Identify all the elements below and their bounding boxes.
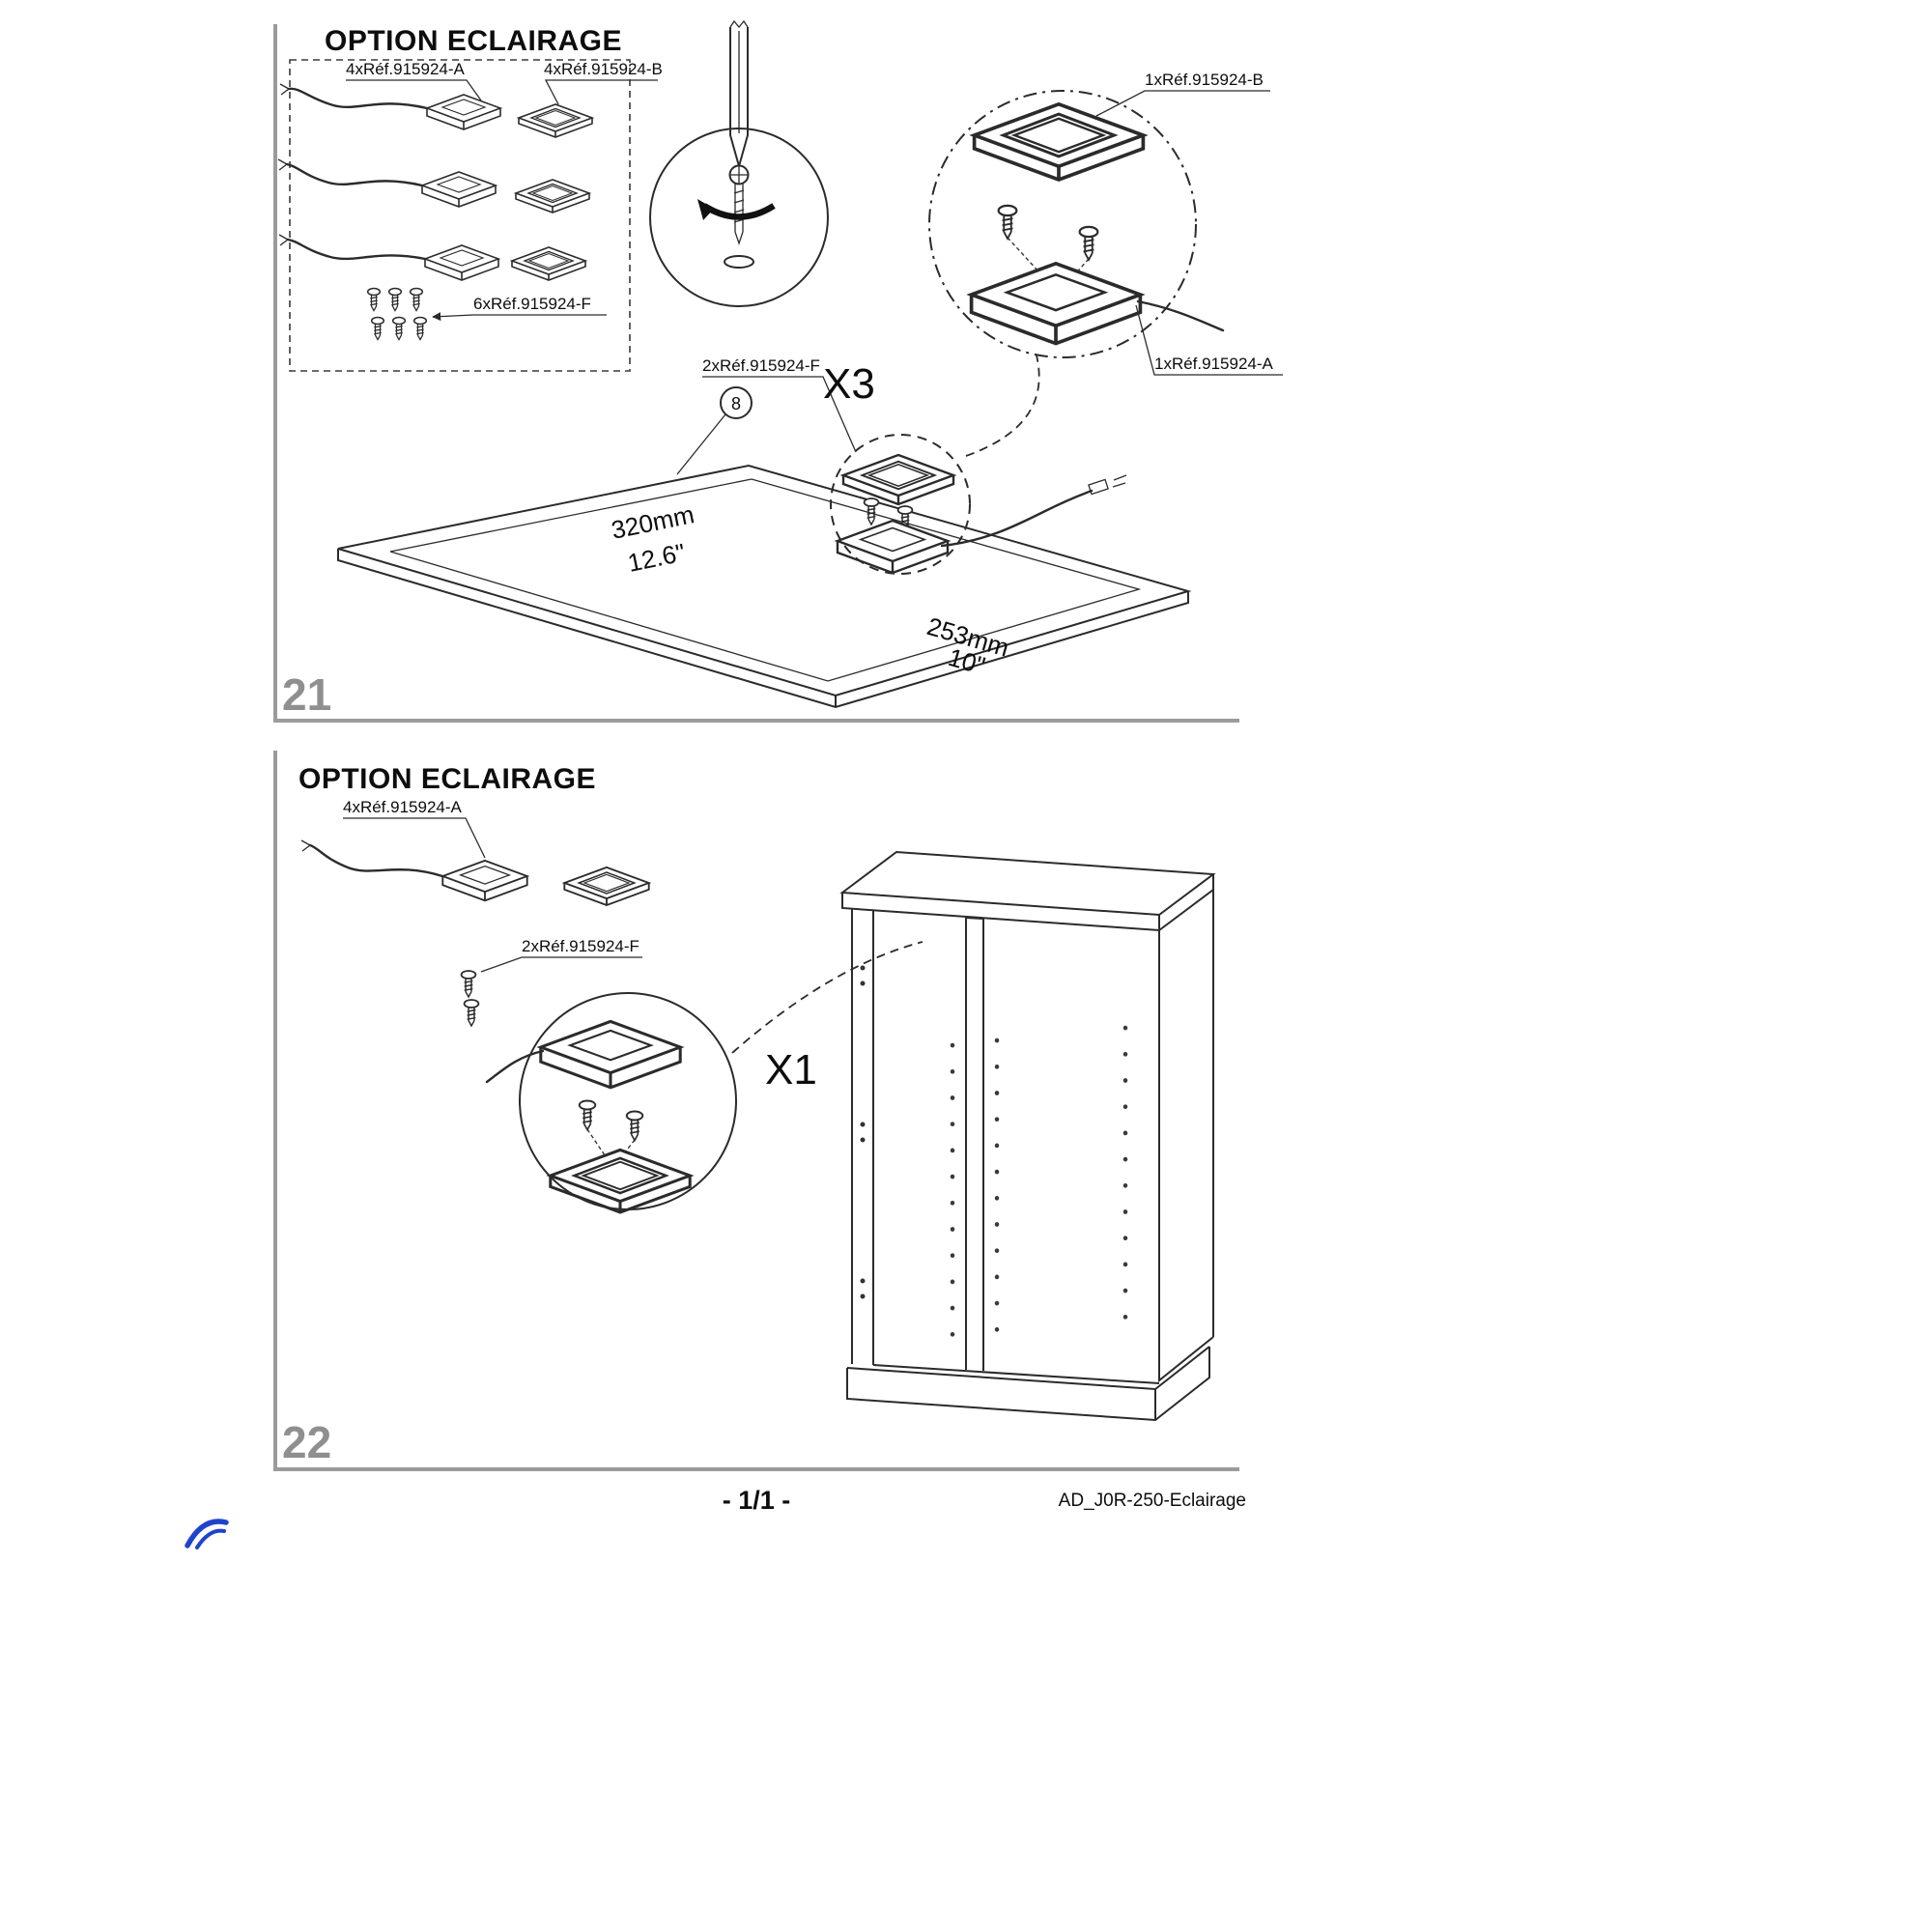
frame-drawing xyxy=(511,246,586,281)
step-22-number: 22 xyxy=(282,1417,332,1467)
label-part-b: 4xRéf.915924-B xyxy=(544,60,663,78)
step-21-drawing: 4xRéf.915924-A 4xRéf.915924-B xyxy=(277,19,1283,709)
screw-drawing xyxy=(578,1099,597,1131)
frame-drawing xyxy=(563,866,650,906)
screw-drawing xyxy=(1078,225,1099,262)
light-module-drawing xyxy=(278,234,499,281)
screw-drawing xyxy=(625,1110,644,1142)
light-module-drawing xyxy=(485,1019,682,1090)
step-22-border-bottom xyxy=(273,1467,1239,1471)
footer-page-number: - 1/1 - xyxy=(722,1486,791,1515)
label-screws-2x: 2xRéf.915924-F xyxy=(702,356,820,375)
step-21-border-bottom xyxy=(273,719,1239,723)
step-21-number: 21 xyxy=(282,669,332,720)
screws-drawing xyxy=(366,287,428,341)
quantity-x3: X3 xyxy=(823,360,875,408)
label-part-a: 4xRéf.915924-A xyxy=(346,60,466,78)
footer-doc-ref: AD_J0R-250-Eclairage xyxy=(1058,1491,1246,1511)
hinge-holes xyxy=(860,965,866,1299)
light-module-drawing xyxy=(300,839,528,902)
step-22-drawing: 4xRéf.915924-A 2xRéf.915924-F X1 xyxy=(300,798,1216,1422)
step-21-border-left xyxy=(273,24,277,723)
screw-drawing xyxy=(460,970,477,998)
screw-turning-icon xyxy=(697,164,776,269)
step-22-title: OPTION ECLAIRAGE xyxy=(298,763,597,795)
screw-drawing xyxy=(463,999,480,1027)
panel-drawing: 320mm 12.6" 253mm 10" xyxy=(337,464,1192,709)
frame-drawing xyxy=(515,179,590,213)
brand-logo-icon xyxy=(185,1519,229,1549)
light-module-drawing xyxy=(279,83,501,130)
zoom-link-curve xyxy=(965,355,1040,457)
label-part-a: 4xRéf.915924-A xyxy=(343,798,463,816)
svg-text:8: 8 xyxy=(731,394,741,413)
label-screws-2x: 2xRéf.915924-F xyxy=(522,937,639,955)
frame-drawing xyxy=(972,101,1146,182)
label-detail-b: 1xRéf.915924-B xyxy=(1145,71,1264,89)
cable-connector xyxy=(1088,478,1109,496)
quantity-x1: X1 xyxy=(765,1046,817,1094)
mount-detail-circle xyxy=(485,992,737,1214)
step-21-title: OPTION ECLAIRAGE xyxy=(325,25,623,57)
screwdriver-detail xyxy=(649,19,829,307)
mount-detail-circle xyxy=(830,434,1127,575)
label-screws-6x: 6xRéf.915924-F xyxy=(473,295,591,313)
assembly-detail-circle: 1xRéf.915924-B 1xRéf.915924-A xyxy=(928,71,1283,376)
cabinet-drawing xyxy=(839,850,1216,1422)
callout-8: 8 xyxy=(676,386,753,475)
light-module-drawing xyxy=(969,261,1143,346)
zoom-link-curve xyxy=(731,941,923,1054)
parts-box: 4xRéf.915924-A 4xRéf.915924-B xyxy=(277,59,663,372)
label-detail-a: 1xRéf.915924-A xyxy=(1154,355,1274,373)
light-module-drawing xyxy=(277,158,497,208)
frame-drawing xyxy=(549,1148,692,1214)
step-22-border-left xyxy=(273,751,277,1471)
screwdriver-icon xyxy=(729,19,749,167)
frame-drawing xyxy=(518,103,593,138)
screw-drawing xyxy=(997,204,1018,241)
